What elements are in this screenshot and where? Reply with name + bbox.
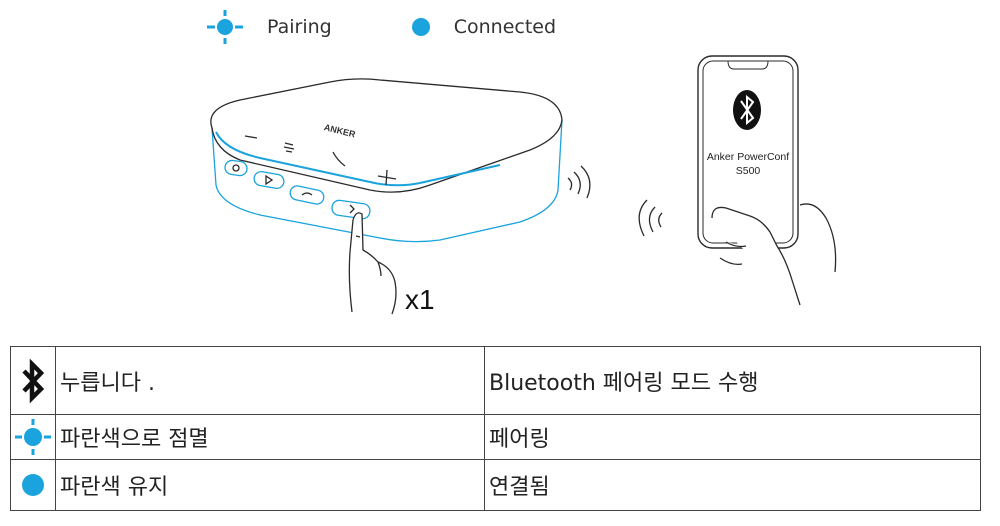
table-cell-action: 파란색 유지: [55, 459, 485, 511]
table-row: 파란색 유지 연결됨: [10, 459, 981, 511]
holding-hand: [711, 203, 837, 306]
phone-device-model: S500: [736, 165, 761, 177]
table-cell-action: 파란색으로 점멸: [55, 414, 485, 460]
table-cell-result: 연결됨: [484, 459, 981, 511]
legend-pairing-label: Pairing: [267, 16, 332, 38]
legend-pairing: Pairing: [205, 10, 332, 44]
led-status-table: 누릅니다 . Bluetooth 페어링 모드 수행 파란색으로 점멸 페어링: [10, 346, 981, 511]
blinking-blue-dot-icon: [15, 419, 51, 455]
table-cell-icon: [10, 459, 56, 511]
sound-waves-device: [567, 165, 591, 199]
led-legend: Pairing Connected: [205, 10, 556, 44]
smartphone: Anker PowerConf S500: [697, 55, 799, 249]
speakerphone-device: [210, 78, 563, 243]
device-brand-logo: ANKER: [323, 122, 357, 140]
blinking-blue-dot-icon: [207, 10, 243, 44]
pressing-hand: [348, 212, 397, 315]
table-row: 누릅니다 . Bluetooth 페어링 모드 수행: [10, 346, 981, 415]
table-row: 파란색으로 점멸 페어링: [10, 414, 981, 460]
sound-waves-phone: [638, 199, 663, 237]
phone-device-name: Anker PowerConf: [707, 151, 789, 163]
legend-connected-label: Connected: [453, 16, 557, 38]
table-cell-icon: [10, 346, 56, 415]
table-cell-icon: [10, 414, 56, 460]
legend-connected: Connected: [410, 16, 556, 38]
table-cell-action: 누릅니다 .: [55, 346, 485, 415]
bluetooth-icon: [22, 358, 45, 403]
pairing-illustration: ANKER Anker PowerConf S500: [210, 55, 837, 315]
table-cell-result: Bluetooth 페어링 모드 수행: [484, 346, 981, 415]
solid-blue-dot-icon: [411, 18, 430, 36]
table-cell-result: 페어링: [484, 414, 981, 460]
bluetooth-icon: [733, 90, 761, 130]
press-count: x1: [405, 284, 435, 315]
solid-blue-dot-icon: [22, 474, 44, 496]
